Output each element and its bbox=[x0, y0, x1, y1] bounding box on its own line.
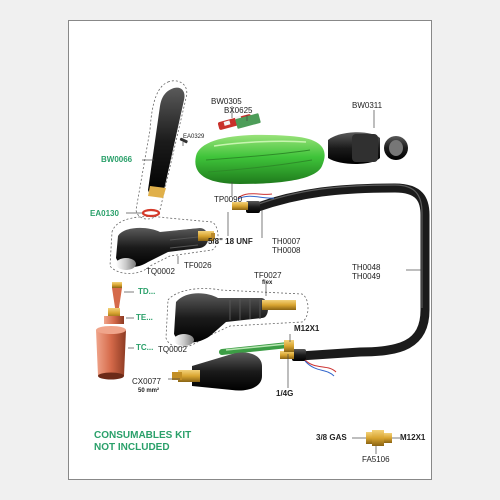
handle-grip bbox=[195, 134, 325, 184]
label-tq0002-bottom: TQ0002 bbox=[158, 345, 187, 354]
cable-end-fitting-upper bbox=[232, 193, 275, 213]
consumables-notice: CONSUMABLES KIT NOT INCLUDED bbox=[94, 430, 191, 454]
cable-highlight bbox=[255, 184, 423, 308]
label-tf0026: TF0026 bbox=[184, 261, 212, 270]
gas-nut bbox=[284, 340, 294, 352]
handle-coupling bbox=[328, 132, 408, 164]
gas-adapter bbox=[366, 430, 392, 446]
label-gas: 3/8 GAS bbox=[316, 433, 347, 442]
label-th0007: TH0007 bbox=[272, 237, 301, 246]
label-th0048: TH0048 bbox=[352, 263, 381, 272]
label-unf: 5/8" 18 UNF bbox=[208, 237, 253, 246]
label-tq0002-top: TQ0002 bbox=[146, 267, 175, 276]
torch-head-rigid bbox=[116, 227, 215, 267]
torch-head-flex bbox=[174, 293, 296, 343]
group-outline-tf0026 bbox=[109, 216, 219, 274]
label-flex: flex bbox=[262, 280, 273, 286]
label-th0008: TH0008 bbox=[272, 246, 301, 255]
label-bw0066: BW0066 bbox=[101, 155, 133, 164]
back-nut-top bbox=[116, 258, 136, 270]
label-50mm: 50 mm² bbox=[138, 388, 160, 394]
label-fa5106: FA5106 bbox=[362, 455, 390, 464]
label-m12x1-bottom: M12X1 bbox=[400, 433, 426, 442]
consumable-tc bbox=[96, 326, 126, 380]
label-ea0329: EA0329 bbox=[183, 134, 205, 140]
notice-line-1: CONSUMABLES KIT bbox=[94, 430, 192, 441]
label-bw0311: BW0311 bbox=[352, 101, 383, 110]
label-quarter-g: 1/4G bbox=[276, 389, 294, 398]
group-outline-tf0027 bbox=[165, 288, 309, 348]
label-tf0027: TF0027 bbox=[254, 271, 282, 280]
consumable-td bbox=[112, 282, 122, 314]
notice-line-2: NOT INCLUDED bbox=[94, 442, 170, 453]
label-tp0090: TP0090 bbox=[214, 195, 243, 204]
label-ea0130: EA0130 bbox=[90, 209, 119, 218]
back-nut-bottom bbox=[174, 334, 194, 346]
label-cx0077: CX0077 bbox=[132, 377, 161, 386]
o-ring bbox=[141, 208, 161, 218]
consumable-te bbox=[104, 308, 124, 324]
label-th0049: TH0049 bbox=[352, 272, 381, 281]
power-connector bbox=[172, 352, 262, 391]
switch-plate bbox=[235, 113, 261, 129]
label-te: TE... bbox=[136, 313, 153, 322]
group-outline-cap bbox=[135, 80, 188, 220]
cable bbox=[250, 183, 430, 361]
label-bw0305: BW0305 bbox=[211, 97, 242, 106]
label-bx0625: BX0625 bbox=[224, 106, 253, 115]
label-td: TD... bbox=[138, 287, 156, 296]
small-screw bbox=[179, 137, 188, 144]
gas-hose bbox=[219, 342, 291, 355]
back-cap bbox=[148, 87, 185, 198]
cable-end-fitting-lower bbox=[280, 349, 337, 377]
label-m12x1-top: M12X1 bbox=[294, 324, 320, 333]
label-tc: TC... bbox=[136, 343, 154, 352]
